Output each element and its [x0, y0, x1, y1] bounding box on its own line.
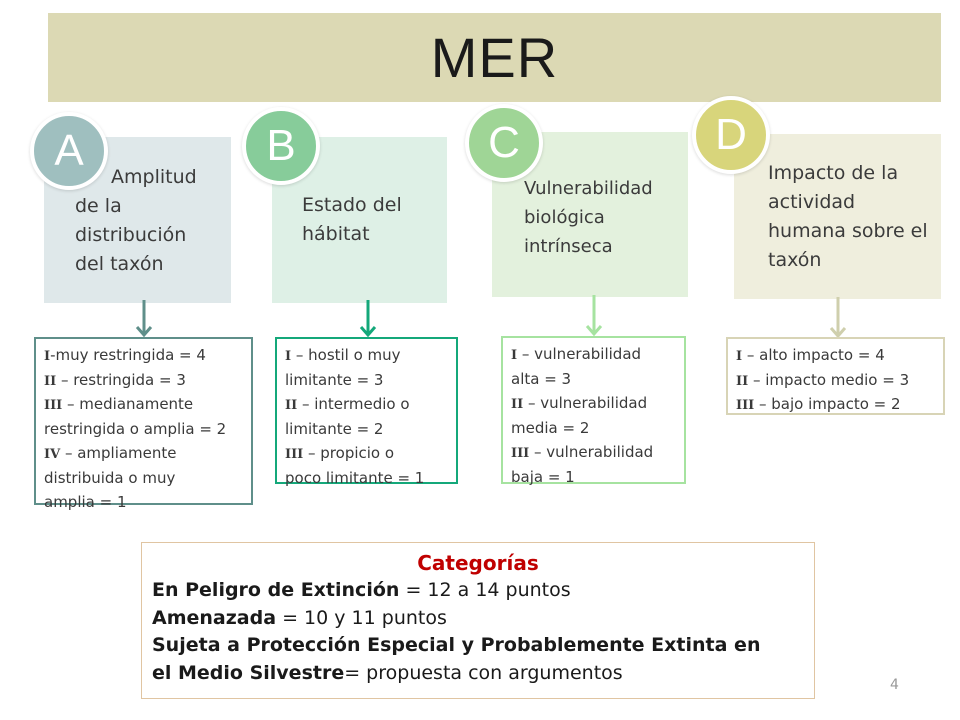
detail-line: I-muy restringida = 4 [44, 346, 206, 364]
card-d-letter-circle: D [692, 96, 770, 174]
detail-box-d: I – alto impacto = 4 II – impacto medio … [726, 337, 945, 415]
detail-line: I – vulnerabilidad [511, 345, 642, 363]
detail-line: amplia = 1 [44, 493, 127, 511]
arrow-d [829, 297, 847, 339]
page-number: 4 [890, 677, 899, 693]
card-c-label: Vulnerabilidad biológica intrínseca [524, 178, 653, 257]
detail-line: II – restringida = 3 [44, 370, 186, 389]
detail-line: limitante = 2 [285, 419, 384, 438]
category-line: el Medio Silvestre= propuesta con argume… [152, 661, 623, 684]
detail-line: II – vulnerabilidad [511, 394, 648, 412]
detail-box-a: I-muy restringida = 4 II – restringida =… [34, 337, 253, 511]
detail-line: I – hostil o muy [285, 346, 401, 364]
categories-box: Categorías En Peligro de Extinción = 12 … [141, 542, 815, 699]
detail-line: media = 2 [511, 418, 590, 437]
card-d: Impacto de la actividad humana sobre el … [734, 134, 941, 299]
detail-line: distribuida o muy [44, 468, 176, 487]
detail-box-b: I – hostil o muy limitante = 3 II – inte… [275, 337, 458, 487]
detail-line: restringida o amplia = 2 [44, 419, 227, 438]
detail-line: III – bajo impacto = 2 [736, 395, 901, 413]
category-line: Sujeta a Protección Especial y Probablem… [152, 634, 761, 656]
arrow-a [135, 300, 153, 338]
card-d-label: Impacto de la actividad humana sobre el … [768, 162, 928, 271]
card-b-letter-circle: B [242, 107, 320, 185]
detail-line: I – alto impacto = 4 [736, 346, 885, 364]
detail-line: baja = 1 [511, 467, 575, 486]
detail-box-c: I – vulnerabilidad alta = 3 II – vulnera… [501, 336, 686, 486]
category-line: En Peligro de Extinción = 12 a 14 puntos [152, 579, 571, 601]
detail-line: IV – ampliamente [44, 444, 177, 462]
detail-line: poco limitante = 1 [285, 468, 425, 487]
categories-title: Categorías [417, 551, 539, 575]
card-a-label: Amplitud de la distribución del taxón [75, 166, 197, 275]
detail-line: alta = 3 [511, 369, 572, 388]
card-a-letter-circle: A [30, 112, 108, 190]
detail-line: II – impacto medio = 3 [736, 370, 910, 389]
category-line: Amenazada = 10 y 11 puntos [152, 606, 447, 629]
card-b-label: Estado del hábitat [302, 194, 402, 245]
detail-line: III – vulnerabilidad [511, 443, 654, 461]
detail-line: II – intermedio o [285, 395, 410, 413]
card-c-letter-circle: C [465, 104, 543, 182]
detail-line: III – propicio o [285, 444, 395, 462]
slide-title: MER [430, 26, 559, 89]
detail-line: limitante = 3 [285, 370, 384, 389]
title-bar: MER [48, 13, 941, 102]
arrow-c [585, 295, 603, 337]
detail-line: III – medianamente [44, 395, 194, 413]
arrow-b [359, 300, 377, 338]
